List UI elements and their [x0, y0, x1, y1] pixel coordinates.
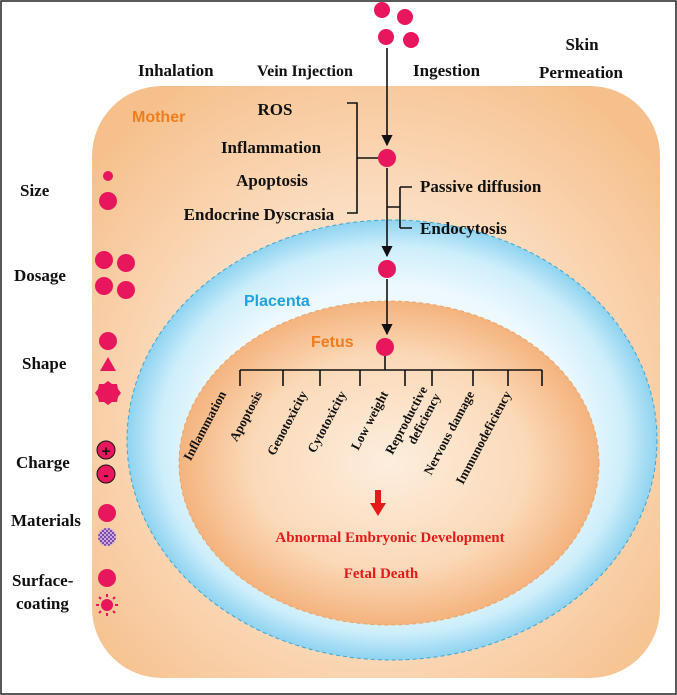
charge-positive-particle: [96, 440, 116, 460]
property-surface-label-line1: Surface-: [12, 571, 74, 590]
mother-label: Mother: [132, 109, 185, 126]
materials-solid-particle: [98, 504, 116, 522]
route-vein-injection: Vein Injection: [257, 63, 353, 80]
transport-endocytosis: Endocytosis: [420, 219, 507, 238]
shape-sphere: [99, 332, 117, 350]
fetus-label: Fetus: [311, 334, 354, 351]
route-skin-line1: Skin: [565, 35, 599, 54]
property-dosage-label: Dosage: [14, 266, 66, 285]
materials-patterned-particle: [98, 528, 116, 546]
fetal-effects-bracket: [239, 369, 543, 386]
fetus-region: [178, 300, 600, 626]
dosage-particle: [95, 251, 113, 269]
dosage-particle: [95, 277, 113, 295]
outcome-fetal-death: Fetal Death: [344, 566, 419, 582]
transport-passive-diffusion: Passive diffusion: [420, 177, 542, 196]
outcome-arrow: [370, 490, 386, 516]
property-charge-label: Charge: [16, 453, 70, 472]
maternal-effect-inflammation: Inflammation: [221, 138, 322, 157]
maternal-effect-endocrine: Endocrine Dyscrasia: [184, 205, 335, 224]
dosage-particle: [117, 281, 135, 299]
route-ingestion: Ingestion: [413, 61, 481, 80]
transport-bracket: [387, 186, 412, 229]
route-inhalation: Inhalation: [138, 61, 214, 80]
size-large-particle: [99, 192, 117, 210]
placenta-label: Placenta: [244, 293, 310, 310]
shape-triangle: [100, 357, 116, 371]
surface-plain-particle: [98, 569, 116, 587]
route-skin-line2: Permeation: [539, 63, 624, 82]
maternal-effect-ros: ROS: [258, 100, 293, 119]
particle-cluster: [374, 2, 419, 48]
property-surface-label-line2: coating: [16, 594, 69, 613]
charge-negative-particle: [96, 464, 116, 484]
particle-fetus: [376, 338, 394, 356]
outcome-abnormal-development: Abnormal Embryonic Development: [275, 530, 504, 546]
property-size-label: Size: [20, 181, 50, 200]
shape-star: [95, 381, 121, 405]
charge-plus-sign: +: [102, 443, 111, 460]
dosage-particle: [117, 254, 135, 272]
maternal-effects-bracket: [347, 102, 378, 214]
properties-column: Size Dosage Shape Charge + - Materials S…: [11, 171, 135, 616]
charge-minus-sign: -: [104, 467, 109, 484]
surface-coated-particle: [96, 594, 118, 616]
property-materials-label: Materials: [11, 511, 81, 530]
property-shape-label: Shape: [22, 354, 67, 373]
size-small-particle: [103, 171, 113, 181]
maternal-effect-apoptosis: Apoptosis: [236, 171, 308, 190]
particle-mother: [378, 149, 396, 167]
particle-placenta: [378, 260, 396, 278]
